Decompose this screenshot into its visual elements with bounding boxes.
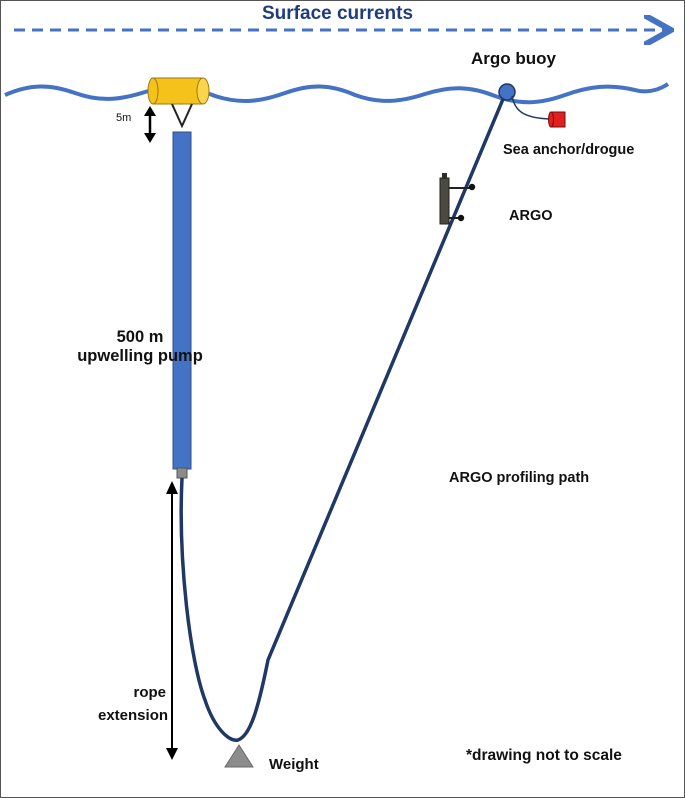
sea-anchor-tether	[511, 95, 551, 120]
argo-label: ARGO	[509, 208, 553, 224]
five-m-arrow	[144, 106, 156, 143]
float-bridle	[171, 103, 193, 129]
profiling-path-label: ARGO profiling path	[449, 470, 590, 486]
five-m-label: 5m	[116, 112, 132, 124]
weight-label: Weight	[269, 756, 319, 773]
surface-currents-label: Surface currents	[262, 3, 414, 24]
pump-label: 500 m upwelling pump	[70, 328, 210, 366]
pump-label-line2: upwelling pump	[77, 346, 203, 365]
sea-surface-wave	[4, 82, 670, 105]
pump-pipe	[172, 131, 192, 470]
argo-buoy-label: Argo buoy	[471, 49, 556, 68]
argo-buoy	[498, 83, 516, 101]
sea-anchor-drogue	[548, 111, 566, 128]
pump-label-line1: 500 m	[116, 328, 164, 346]
not-to-scale-note: *drawing not to scale	[466, 747, 622, 764]
rope-extension-label: rope extension	[98, 684, 168, 731]
mooring-rope	[179, 91, 508, 742]
rope-extension-arrow	[166, 481, 178, 760]
rope-label-line2: extension	[98, 707, 169, 725]
sea-anchor-label: Sea anchor/drogue	[503, 142, 635, 158]
rope-label-line1: rope	[133, 684, 166, 701]
weight	[224, 744, 254, 768]
pump-float	[147, 77, 210, 105]
pump-bottom-cap	[176, 467, 188, 479]
argo-float	[439, 173, 476, 225]
